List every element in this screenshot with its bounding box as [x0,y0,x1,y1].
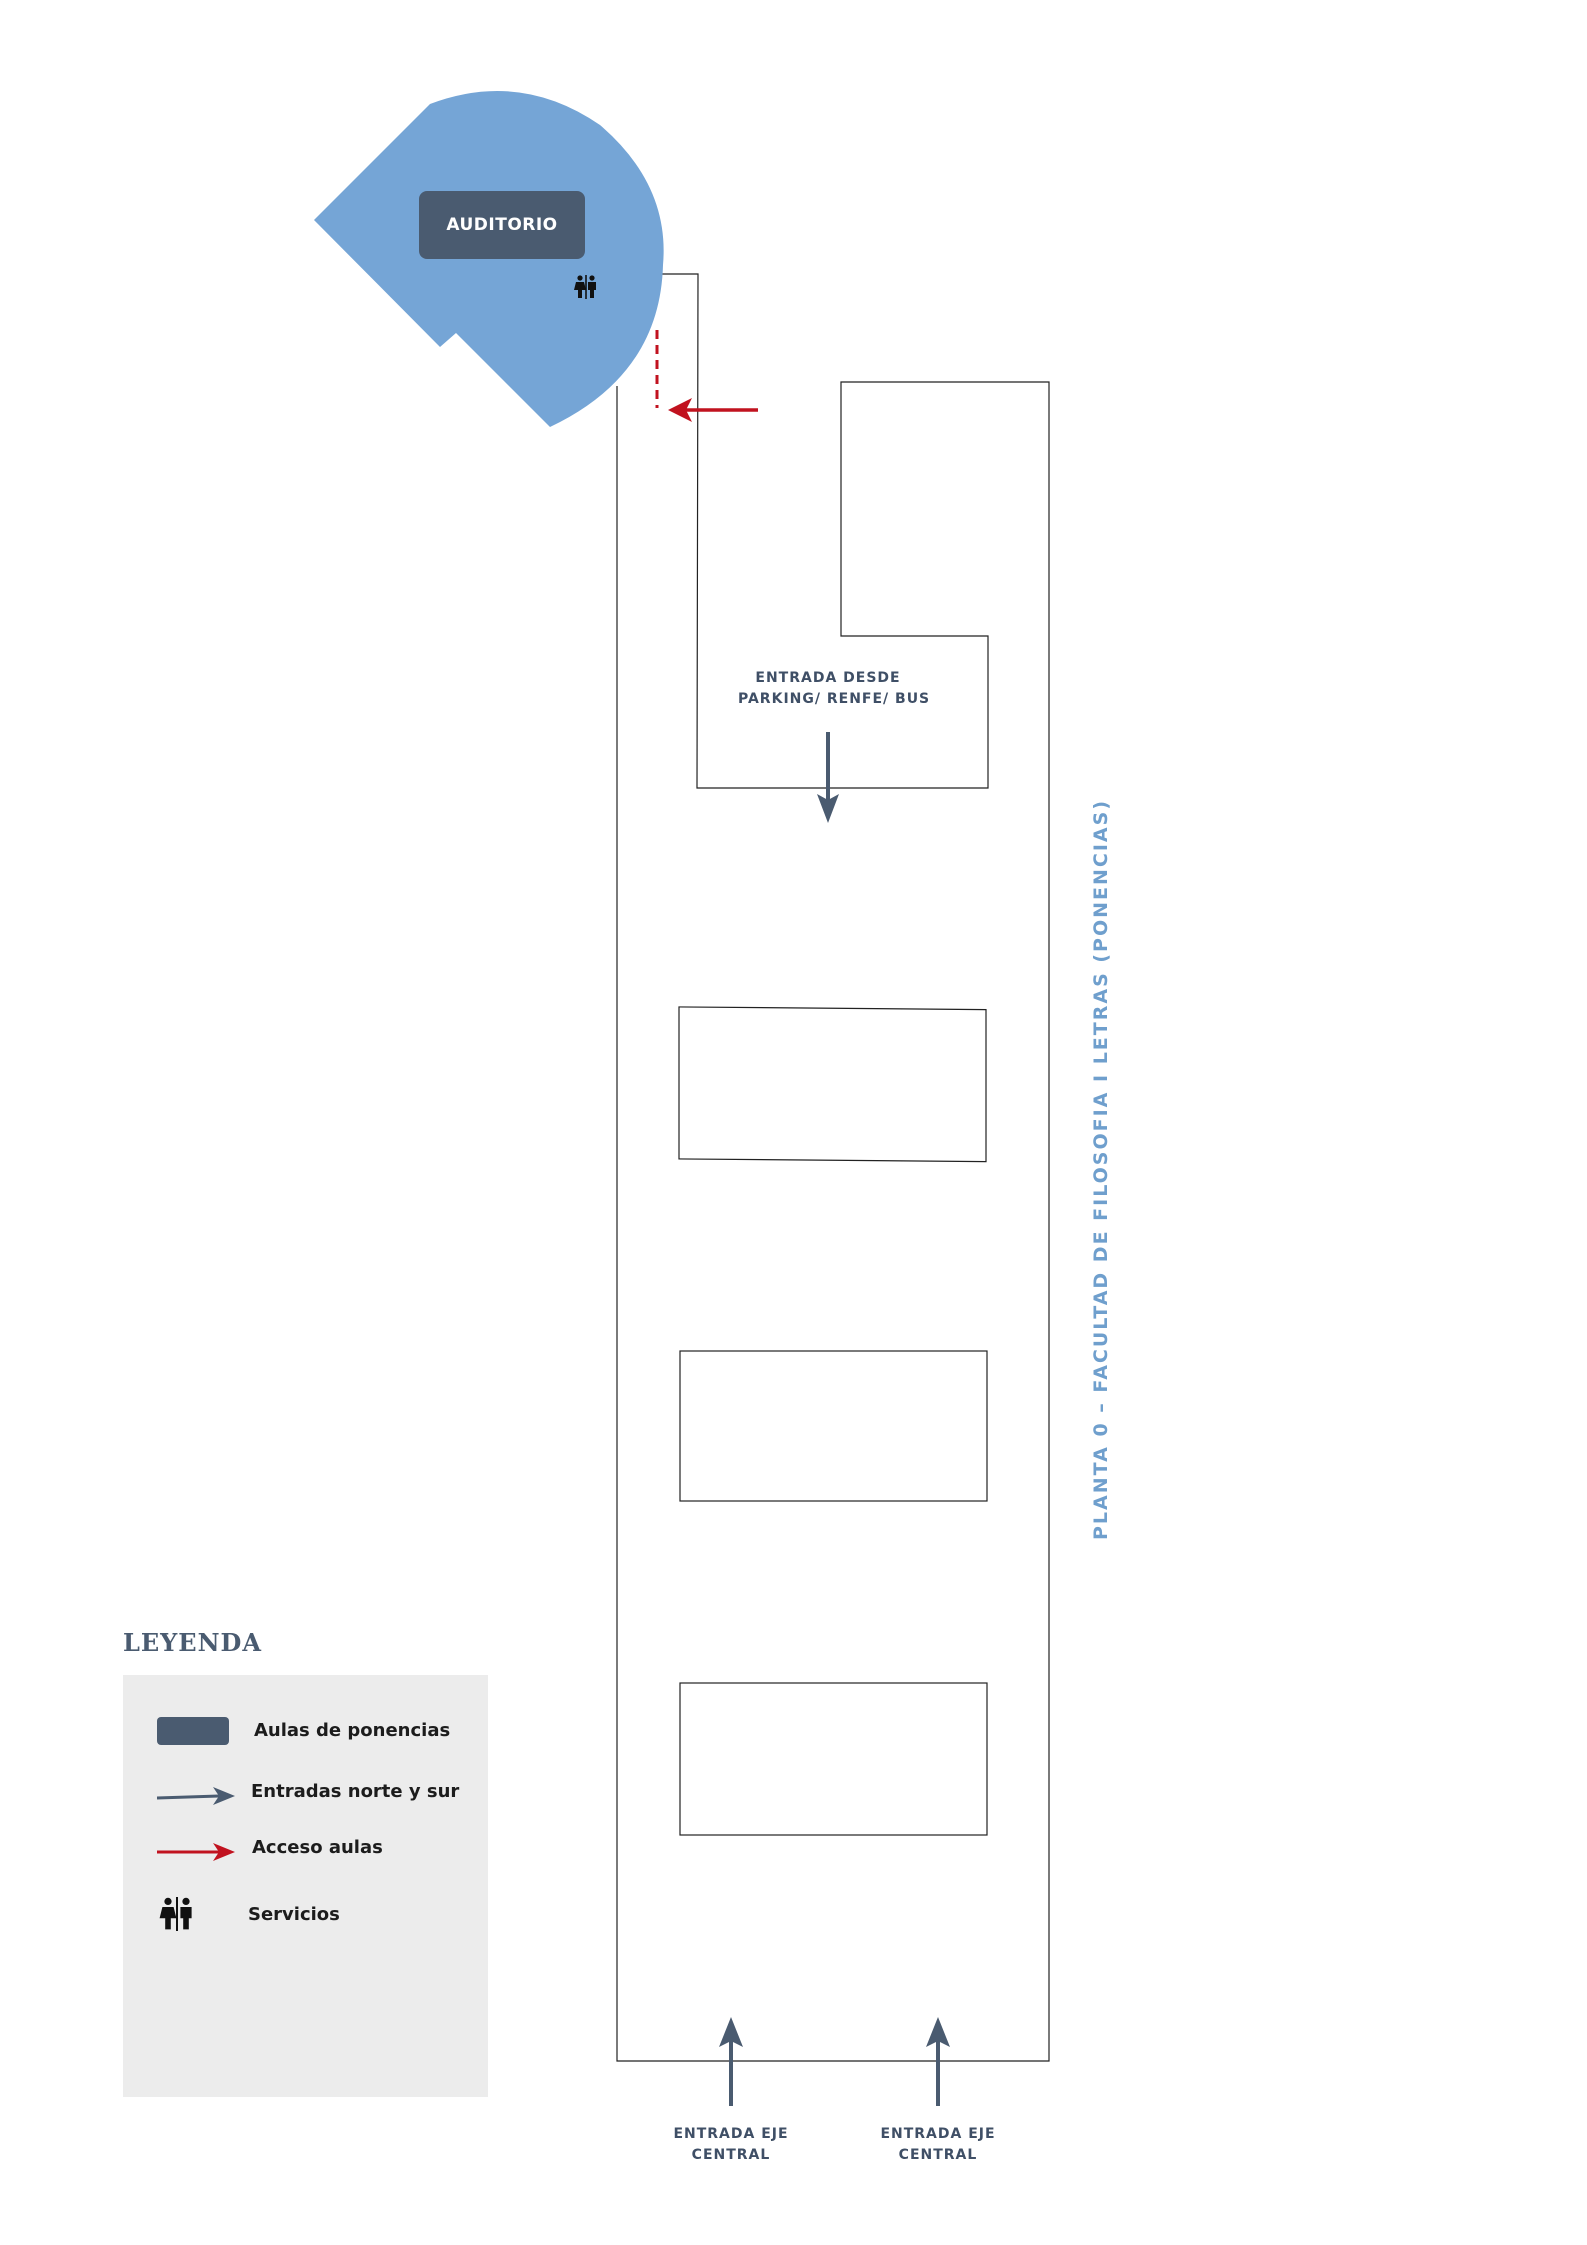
classroom-2 [679,1350,988,1502]
auditorium-shape [314,91,664,428]
legend-item-services: Servicios [248,1904,340,1925]
south-entrance-left-label: ENTRADA EJE CENTRAL [661,2124,801,2166]
north-entrance-line-2: PARKING/ RENFE/ BUS [738,691,931,707]
south-entrance-right-line-2: CENTRAL [898,2147,978,2163]
north-entrance-line-1: ENTRADA DESDE [755,670,901,686]
corridor-outline [616,273,1050,2062]
arrow-icon [817,732,839,823]
south-entrance-left-line-2: CENTRAL [691,2147,771,2163]
legend-item-access: Acceso aulas [252,1837,383,1858]
arrow-icon [926,2017,950,2106]
legend: Aulas de ponencias Entradas norte y sur … [123,1675,488,2097]
classroom-swatch [157,1717,229,1745]
legend-title: LEYENDA [123,1628,262,1657]
arrow-icon [157,1787,235,1805]
red-arrow-icon [157,1843,235,1861]
restroom-icon [574,275,596,299]
north-entrance-label: ENTRADA DESDE PARKING/ RENFE/ BUS [738,668,931,710]
classroom-3 [679,1682,988,1836]
page-title: PLANTA 0 – FACULTAD DE FILOSOFIA I LETRA… [1090,799,1112,1540]
legend-item-entrances: Entradas norte y sur [251,1781,460,1802]
arrow-icon [719,2017,743,2106]
auditorium-label: AUDITORIO [419,191,585,259]
red-arrow-icon [668,398,758,422]
south-entrance-right-line-1: ENTRADA EJE [880,2126,996,2142]
south-entrance-left-line-1: ENTRADA EJE [673,2126,789,2142]
restroom-icon [159,1897,192,1931]
classroom-1 [678,1006,987,1163]
building-outline [616,273,1050,2062]
south-entrance-right-label: ENTRADA EJE CENTRAL [868,2124,1008,2166]
legend-item-classrooms: Aulas de ponencias [254,1720,451,1741]
